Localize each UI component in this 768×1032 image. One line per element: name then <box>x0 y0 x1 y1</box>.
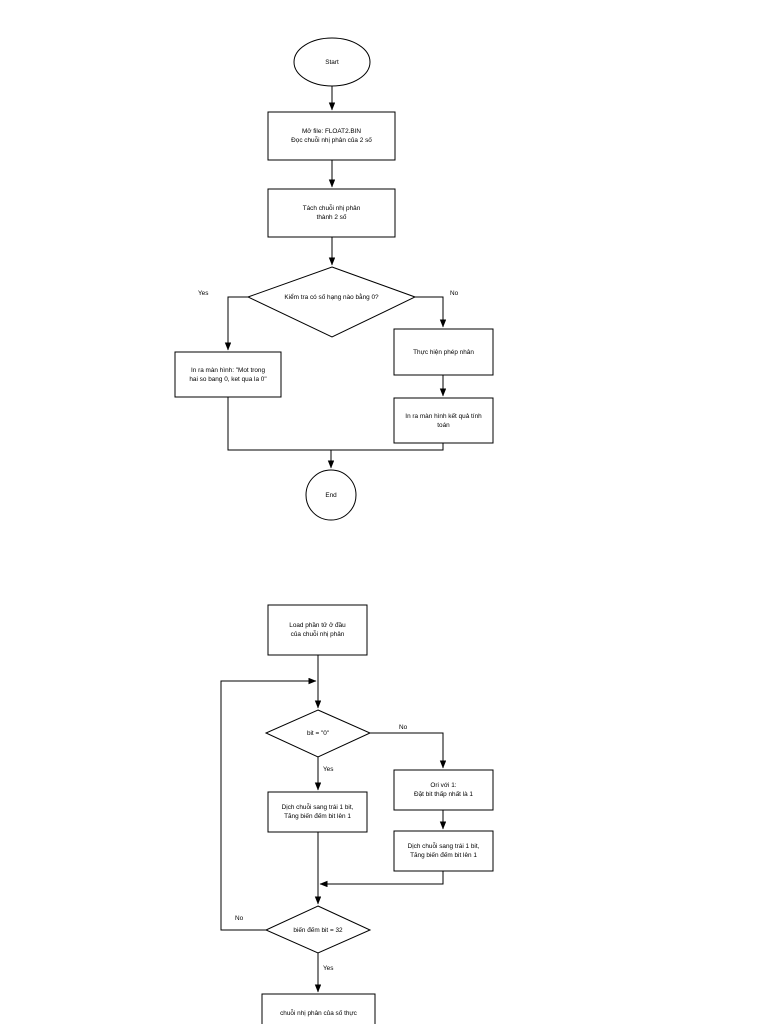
node-load-shape <box>267 604 368 656</box>
edge-print-result-to-end <box>331 443 444 451</box>
node-split-shape <box>267 188 396 238</box>
node-open-file-shape <box>267 111 396 161</box>
edge-label-check-zero-no: No <box>450 290 459 297</box>
node-shift-left-shape <box>267 791 368 833</box>
edge-label-count-no: No <box>235 915 244 922</box>
node-check-zero-shape <box>246 266 417 338</box>
node-shift-right-shape <box>393 830 494 872</box>
node-count-32-shape <box>264 905 372 954</box>
edge-label-check-zero-yes: Yes <box>198 290 209 297</box>
node-start-shape <box>293 37 371 87</box>
edge-label-bit-zero-no: No <box>399 724 408 731</box>
edge-bit-zero-to-or-one <box>370 732 447 769</box>
edge-label-count-yes: Yes <box>323 965 334 972</box>
node-print-result-shape <box>393 397 494 444</box>
node-or-one-shape <box>393 769 494 811</box>
node-bit-zero-shape <box>264 709 372 758</box>
node-print-zero-shape <box>174 351 282 398</box>
edge-shift-right-to-join <box>319 871 444 888</box>
node-multiply-shape <box>393 328 494 376</box>
edge-check-to-multiply <box>415 296 447 328</box>
edge-print-zero-to-end <box>227 397 335 469</box>
node-end-shape <box>305 469 357 521</box>
edge-label-bit-zero-yes: Yes <box>323 766 334 773</box>
edge-count-no-loop-back <box>220 677 317 931</box>
edge-check-to-print-zero <box>224 296 248 351</box>
node-result-shape <box>261 993 376 1024</box>
